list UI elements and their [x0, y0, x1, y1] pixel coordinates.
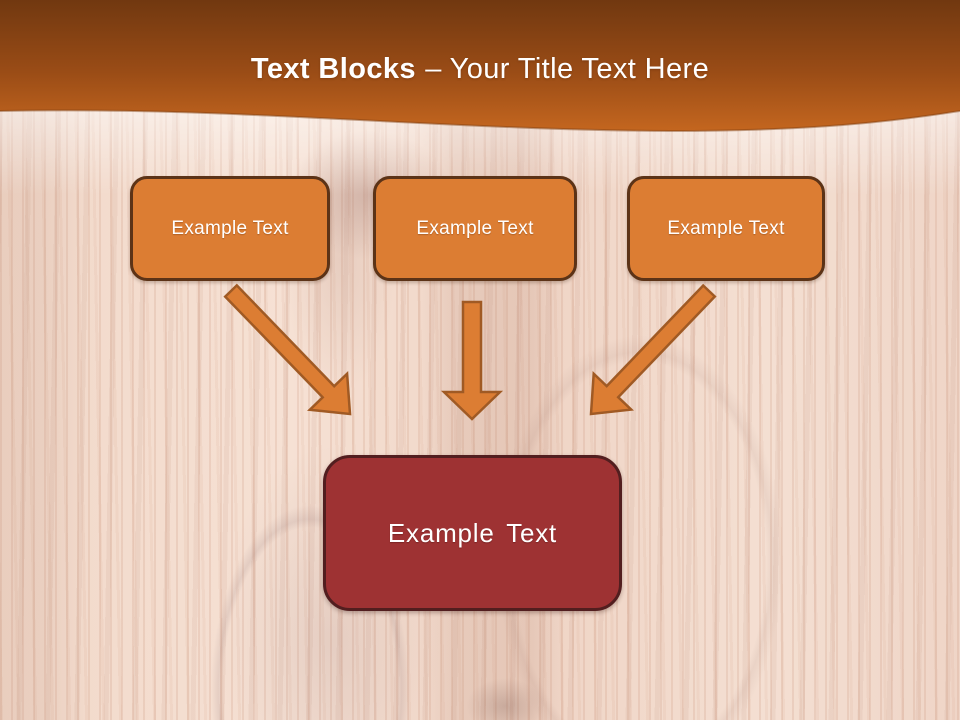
text-block-1: Example Text [130, 176, 330, 281]
text-block-3: Example Text [627, 176, 825, 281]
arrow-down-icon [440, 300, 504, 421]
text-block-target: Example Text [323, 455, 622, 611]
text-block-3-label: Example Text [667, 217, 785, 239]
slide-title-placeholder: – Your Title Text Here [425, 53, 710, 85]
text-block-2: Example Text [373, 176, 577, 281]
header-wave-edge [0, 109, 960, 133]
text-block-2-label: Example Text [416, 217, 534, 239]
arrow-down-right-icon [223, 283, 352, 416]
text-block-1-label: Example Text [171, 217, 289, 239]
slide-title: Text Blocks – Your Title Text Here [0, 55, 960, 84]
arrow-down-left-icon [589, 283, 717, 416]
header-band [0, 0, 960, 133]
header-wave-shape [0, 0, 960, 131]
text-block-target-label: Example Text [387, 517, 558, 548]
slide-title-topic: Text Blocks [250, 53, 416, 85]
